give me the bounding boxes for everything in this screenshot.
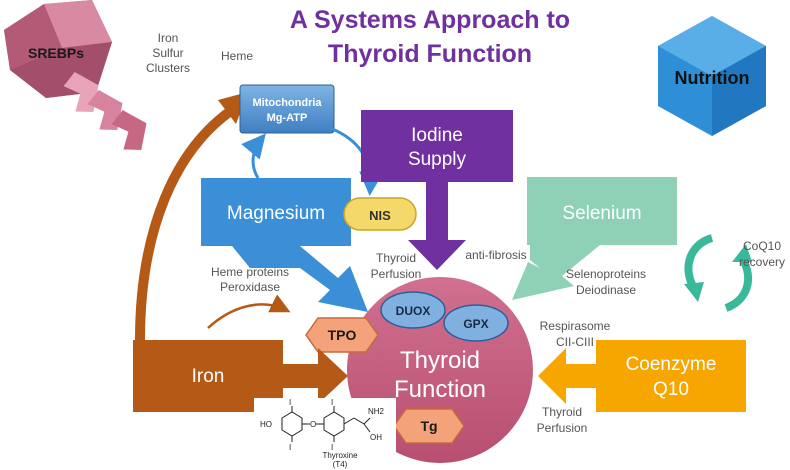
thyroxine-i-2: I	[289, 443, 291, 452]
coq10-recovery-cycle-icon	[684, 234, 753, 312]
gpx-oval	[443, 304, 509, 342]
tg-label: Tg	[420, 418, 437, 434]
nis-label: NIS	[369, 208, 391, 223]
selenoproteins-line-1: Selenoproteins	[566, 267, 646, 281]
magnesium-box	[201, 178, 351, 246]
heme-proteins-arrow	[207, 294, 291, 329]
coq10-recovery-line-1: CoQ10	[743, 239, 781, 253]
thyroxine-i-4: I	[331, 443, 333, 452]
srebps-shape: SREBPs	[4, 0, 112, 98]
thyroxine-o: O	[310, 420, 316, 429]
iodine-line-2: Supply	[408, 149, 467, 170]
iron-sulfur-line-2: Sulfur	[152, 46, 183, 60]
thyroxine-sub: (T4)	[333, 460, 348, 469]
coenzyme-line-2: Q10	[653, 379, 689, 400]
selenoproteins-line-2: Deiodinase	[576, 283, 636, 297]
coenzyme-line-1: Coenzyme	[626, 354, 717, 375]
tpo-label: TPO	[328, 327, 357, 343]
thyroxine-oh: OH	[370, 433, 382, 442]
nutrition-label: Nutrition	[675, 68, 750, 88]
title-line-1: A Systems Approach to	[290, 6, 570, 34]
mitochondria-line-1: Mitochondria	[252, 97, 322, 109]
thyroxine-structure: HO O I I I I NH2 OH Thyroxine (T4)	[254, 398, 396, 470]
thyroid-perfusion-bottom-line-1: Thyroid	[542, 405, 582, 419]
iodine-box	[361, 110, 513, 182]
duox-oval	[380, 291, 446, 329]
srebps-label: SREBPs	[28, 45, 84, 61]
thyroid-perfusion-top-line-2: Perfusion	[371, 267, 422, 281]
selenium-box	[527, 177, 677, 245]
iron-arrow	[283, 348, 348, 404]
tg-hexagon	[393, 408, 465, 444]
coq10-recovery-line-2: recovery	[739, 255, 785, 269]
center-line-1: Thyroid	[400, 347, 480, 374]
thyroxine-nh2: NH2	[368, 407, 385, 416]
selenium-label: Selenium	[562, 203, 641, 224]
iodine-arrow	[408, 182, 466, 270]
duox-label: DUOX	[396, 304, 431, 318]
thyroxine-name: Thyroxine	[322, 451, 358, 460]
heme-proteins-line-1: Heme proteins	[211, 265, 289, 279]
coenzyme-q10-box	[596, 340, 746, 412]
iron-to-mitochondria-arrow	[135, 105, 235, 341]
selenium-arrow	[512, 245, 600, 300]
mitochondria-line-2: Mg-ATP	[267, 112, 308, 124]
thyroxine-ho: HO	[260, 420, 272, 429]
iron-sulfur-line-1: Iron	[158, 31, 179, 45]
title-line-2: Thyroid Function	[328, 40, 532, 68]
heme-proteins-line-2: Peroxidase	[220, 280, 280, 294]
magnesium-arrow	[232, 246, 368, 312]
nis-pill	[343, 197, 417, 231]
chevron-arrows	[63, 72, 147, 150]
thyroid-perfusion-bottom-line-2: Perfusion	[537, 421, 588, 435]
heme-label: Heme	[221, 49, 253, 63]
iodine-line-1: Iodine	[411, 125, 463, 146]
thyroxine-i-3: I	[331, 398, 333, 407]
iron-label: Iron	[192, 366, 225, 387]
mitochondria-box: Mitochondria Mg-ATP	[239, 84, 335, 134]
nutrition-hexagon: Nutrition	[658, 16, 766, 136]
thyroxine-i-1: I	[289, 398, 291, 407]
coenzyme-arrow	[538, 348, 596, 404]
respirasome-line-1: Respirasome	[540, 319, 611, 333]
center-line-2: Function	[394, 376, 486, 403]
gpx-label: GPX	[463, 317, 488, 331]
anti-fibrosis-label: anti-fibrosis	[465, 248, 526, 262]
magnesium-label: Magnesium	[227, 203, 325, 224]
magnesium-to-mitochondria-arrow	[241, 133, 266, 179]
respirasome-line-2: CII-CIII	[556, 335, 594, 349]
thyroid-perfusion-top-line-1: Thyroid	[376, 251, 416, 265]
iron-sulfur-line-3: Clusters	[146, 61, 190, 75]
